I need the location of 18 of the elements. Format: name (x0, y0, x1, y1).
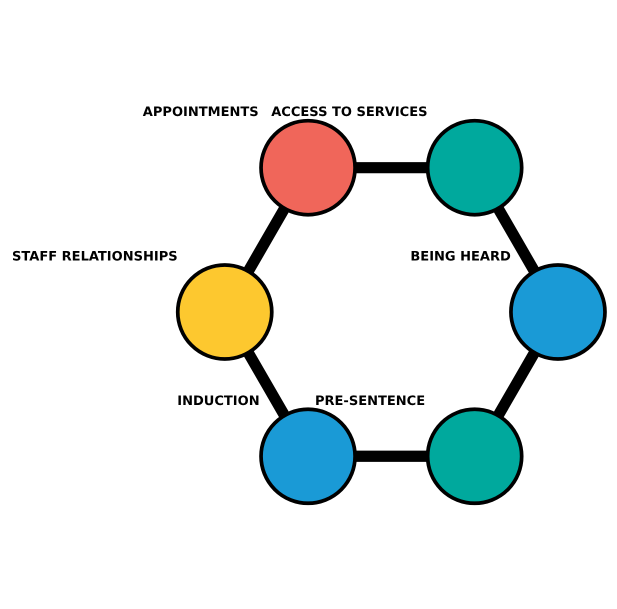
connector (355, 162, 428, 173)
node-circle (426, 406, 524, 505)
node-label: ACCESS TO SERVICES (271, 104, 428, 120)
node-label: PRE-SENTENCE (314, 393, 426, 408)
connector (493, 350, 540, 418)
node-circle (259, 406, 357, 505)
node-label: APPOINTMENTS (142, 104, 259, 120)
node-circle (259, 118, 357, 216)
connector (355, 450, 428, 462)
node-circle (176, 262, 274, 360)
node-circle (426, 118, 524, 216)
node-label: BEING HEARD (410, 249, 511, 264)
node-label: INDUCTION (177, 393, 260, 408)
node-circle (509, 262, 607, 360)
connector (243, 350, 290, 418)
node-label: STAFF RELATIONSHIPS (12, 249, 178, 264)
connector (244, 205, 290, 274)
connector (493, 205, 540, 274)
